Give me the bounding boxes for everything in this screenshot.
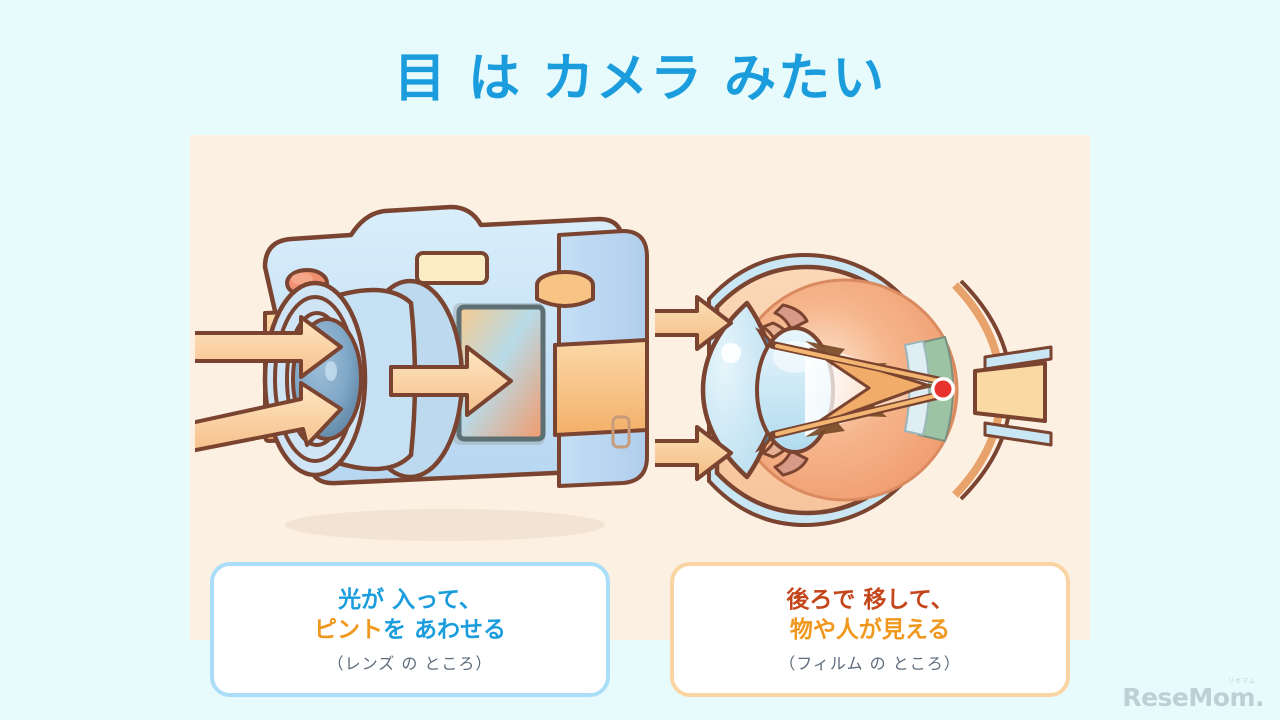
watermark-logo-text: ReseMom. [1122,683,1264,712]
eye-caption-card: 後ろで 移して、 物や人が見える （フィルム の ところ） [670,562,1070,697]
optic-nerve [973,361,1047,423]
light-ray-bottom-fill [775,393,941,436]
camera-grip-right [553,338,649,437]
camera-shadow [285,509,605,541]
camera-caption-card: 光が 入って、 ピントを あわせる （レンズ の ところ） [210,562,610,697]
watermark-kana: リセマム [1227,678,1256,685]
cornea-highlight [721,343,741,363]
eye-incoming-arrow-bottom [655,425,733,481]
camera-illustration [195,204,649,541]
camera-caption-sub: （レンズ の ところ） [327,654,493,674]
incoming-light-arrow-top [195,315,343,379]
camera-caption-line1: 光が 入って、 [338,586,482,613]
eye-incoming-arrow-top [655,295,733,351]
eye-caption-sub: （フィルム の ところ） [779,654,961,674]
watermark: リセマム ReseMom. [1122,678,1264,712]
focused-light-arrow [389,345,513,417]
eye-caption-line1: 後ろで 移して、 [786,586,954,613]
eye-caption-line2: 物や人が見える [789,617,951,643]
incoming-light-arrow-bottom [195,381,343,453]
fovea-icon [934,380,952,398]
camera-caption-highlight: ピント [313,617,383,643]
camera-caption-line2-rest: を あわせる [382,617,506,643]
viewfinder-window [415,251,489,285]
camera-caption-line2: ピントを あわせる [314,615,506,645]
mode-dial-side [535,285,595,308]
light-ray-top-fill [775,344,941,383]
optic-nerve-sheath [983,345,1053,447]
eye-illustration [655,252,1053,528]
lens-glass-highlight-2 [325,361,337,381]
page-title: 目 は カメラ みたい [393,49,887,109]
camera-side-detail [611,415,631,449]
